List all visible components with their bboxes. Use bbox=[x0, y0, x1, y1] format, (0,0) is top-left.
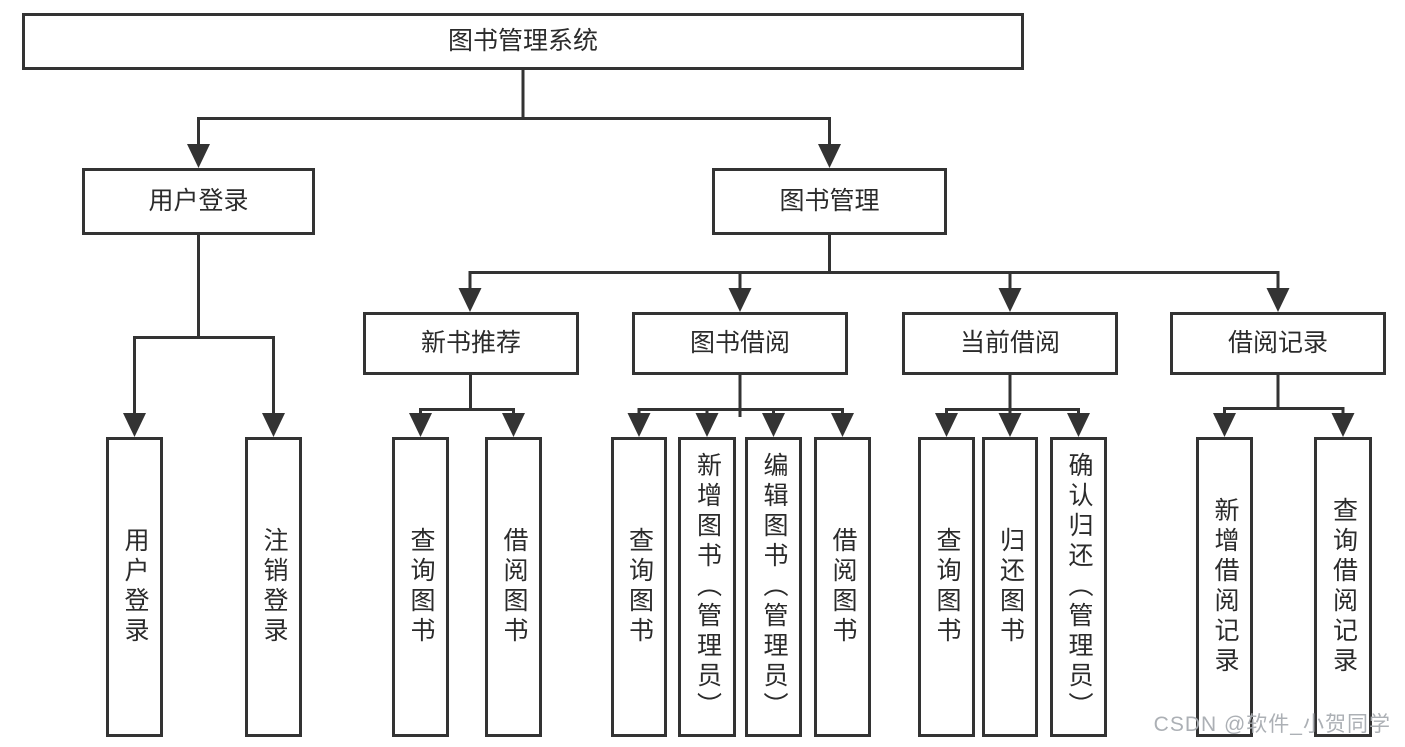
node-label: 确认归还（管理员） bbox=[1065, 452, 1093, 722]
node-label: 图书管理系统 bbox=[447, 27, 598, 55]
node-label: 归还图书 bbox=[996, 527, 1025, 647]
node-label: 当前借阅 bbox=[959, 329, 1060, 357]
leaf-return-book: 归还图书 bbox=[982, 437, 1038, 737]
leaf-user-login: 用户登录 bbox=[106, 437, 163, 737]
node-label: 新增图书（管理员） bbox=[693, 452, 722, 722]
node-label: 新增借阅记录 bbox=[1211, 497, 1239, 677]
leaf-add-borrow-record: 新增借阅记录 bbox=[1196, 437, 1253, 737]
node-label: 新书推荐 bbox=[420, 329, 521, 357]
leaf-add-book-admin: 新增图书（管理员） bbox=[678, 437, 736, 737]
node-label: 用户登录 bbox=[148, 187, 249, 215]
node-book-management-branch: 图书管理 bbox=[712, 168, 947, 235]
leaf-confirm-return-admin: 确认归还（管理员） bbox=[1050, 437, 1107, 737]
node-new-book-recommend: 新书推荐 bbox=[363, 312, 579, 375]
node-label: 借阅记录 bbox=[1227, 329, 1328, 357]
node-label: 借阅图书 bbox=[500, 527, 528, 647]
leaf-edit-book-admin: 编辑图书（管理员） bbox=[745, 437, 802, 737]
leaf-query-books-2: 查询图书 bbox=[611, 437, 667, 737]
node-borrowing-records: 借阅记录 bbox=[1170, 312, 1386, 375]
node-label: 借阅图书 bbox=[829, 527, 857, 647]
node-label: 注销登录 bbox=[260, 527, 288, 647]
node-user-login-branch: 用户登录 bbox=[82, 168, 315, 235]
leaf-logout: 注销登录 bbox=[245, 437, 302, 737]
leaf-query-books-1: 查询图书 bbox=[392, 437, 449, 737]
node-label: 图书借阅 bbox=[689, 329, 790, 357]
leaf-query-books-3: 查询图书 bbox=[918, 437, 975, 737]
node-book-borrowing: 图书借阅 bbox=[632, 312, 848, 375]
leaf-borrow-books-1: 借阅图书 bbox=[485, 437, 542, 737]
node-library-management-system: 图书管理系统 bbox=[22, 13, 1024, 70]
node-label: 编辑图书（管理员） bbox=[760, 452, 788, 722]
leaf-query-borrow-record: 查询借阅记录 bbox=[1314, 437, 1372, 737]
node-label: 用户登录 bbox=[121, 527, 149, 647]
leaf-borrow-books-2: 借阅图书 bbox=[814, 437, 871, 737]
node-label: 查询借阅记录 bbox=[1329, 497, 1358, 677]
node-label: 查询图书 bbox=[625, 527, 654, 647]
node-current-borrowing: 当前借阅 bbox=[902, 312, 1118, 375]
node-label: 查询图书 bbox=[407, 527, 435, 647]
node-label: 查询图书 bbox=[933, 527, 961, 647]
node-label: 图书管理 bbox=[779, 187, 880, 215]
